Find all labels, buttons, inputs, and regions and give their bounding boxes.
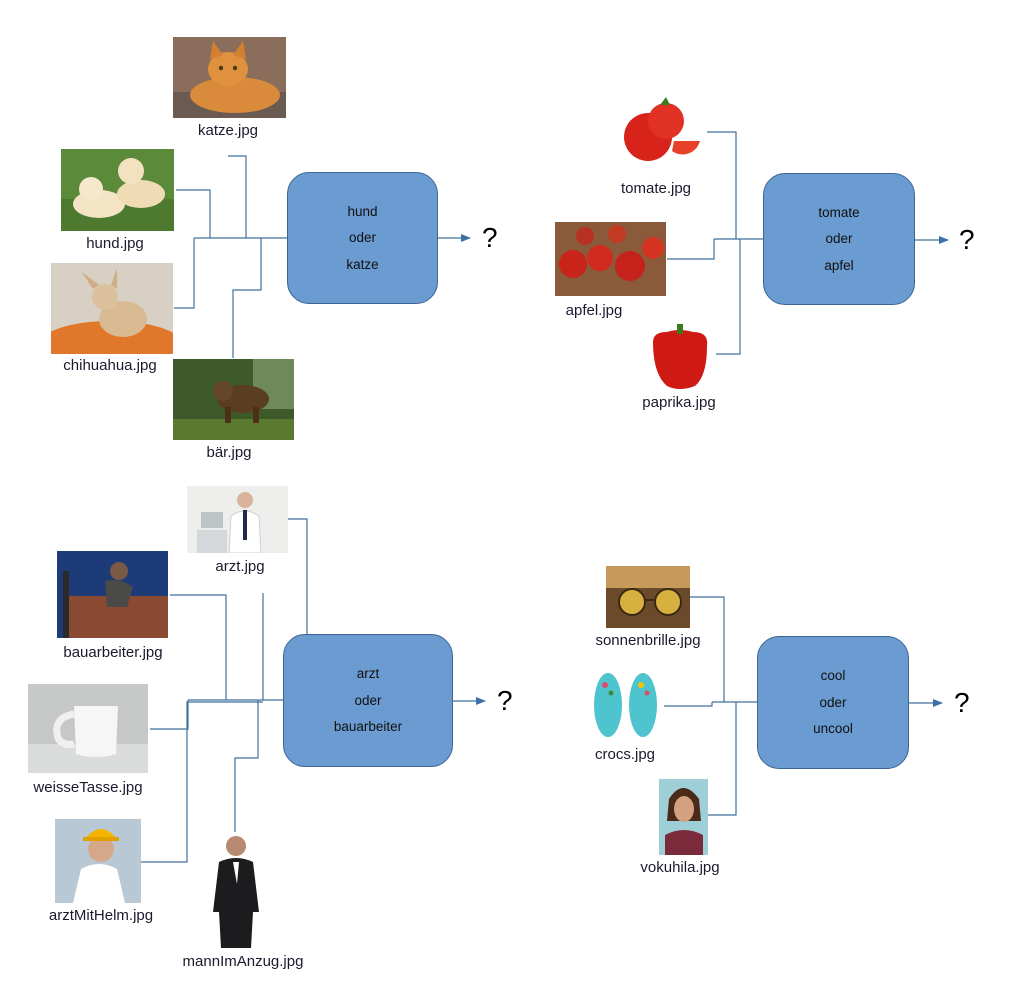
weisseTasse-image — [28, 684, 148, 773]
box-label-2: oder — [348, 230, 377, 246]
output-question-mark: ? — [954, 687, 970, 718]
arzt-image — [187, 486, 288, 553]
classifier-box-tomate-apfel: tomate oder apfel — [763, 173, 915, 305]
bauarbeiter-caption: bauarbeiter.jpg — [63, 644, 163, 661]
box-label-3: bauarbeiter — [333, 719, 403, 735]
apfel-caption: apfel.jpg — [565, 302, 623, 319]
baer-image — [173, 359, 294, 440]
vokuhila-caption: vokuhila.jpg — [640, 859, 720, 876]
bauarbeiter-image — [57, 551, 168, 638]
sonnenbrille-caption: sonnenbrille.jpg — [595, 632, 701, 649]
box-label-2: oder — [354, 692, 382, 708]
weisseTasse-caption: weisseTasse.jpg — [33, 779, 143, 796]
box-label-3: katze — [346, 256, 379, 272]
arztMitHelm-caption: arztMitHelm.jpg — [48, 907, 154, 924]
arzt-caption: arzt.jpg — [215, 558, 265, 575]
paprika-image — [645, 322, 715, 390]
output-question-mark: ? — [959, 224, 975, 255]
chihuahua-caption: chihuahua.jpg — [63, 357, 157, 374]
hund-image — [61, 149, 174, 231]
classifier-box-hund-katze: hund oder katze — [287, 172, 438, 304]
tomate-caption: tomate.jpg — [620, 180, 692, 197]
crocs-caption: crocs.jpg — [594, 746, 656, 763]
apfel-image — [555, 222, 666, 296]
hund-caption: hund.jpg — [86, 235, 144, 252]
box-label-2: oder — [819, 694, 847, 710]
box-label-1: hund — [347, 203, 378, 219]
output-question-mark: ? — [482, 222, 498, 253]
output-question-mark: ? — [497, 685, 513, 716]
paprika-caption: paprika.jpg — [642, 394, 716, 411]
classifier-box-arzt-bauarbeiter: arzt oder bauarbeiter — [283, 634, 453, 767]
box-label-1: cool — [820, 668, 846, 684]
mannImAnzug-image — [203, 832, 266, 948]
chihuahua-image — [51, 263, 173, 354]
tomate-image — [620, 95, 704, 173]
katze-image — [173, 37, 286, 118]
katze-caption: katze.jpg — [197, 122, 259, 139]
crocs-image — [589, 665, 664, 743]
box-label-3: apfel — [824, 257, 854, 273]
vokuhila-image — [659, 779, 708, 855]
box-label-3: uncool — [813, 721, 853, 737]
classifier-box-cool-uncool: cool oder uncool — [757, 636, 909, 769]
baer-caption: bär.jpg — [206, 444, 252, 461]
box-label-1: arzt — [356, 666, 380, 682]
arztMitHelm-image — [55, 819, 141, 903]
box-label-2: oder — [825, 231, 853, 247]
box-label-1: tomate — [818, 204, 860, 220]
mannImAnzug-caption: mannImAnzug.jpg — [182, 953, 304, 970]
sonnenbrille-image — [606, 566, 690, 628]
